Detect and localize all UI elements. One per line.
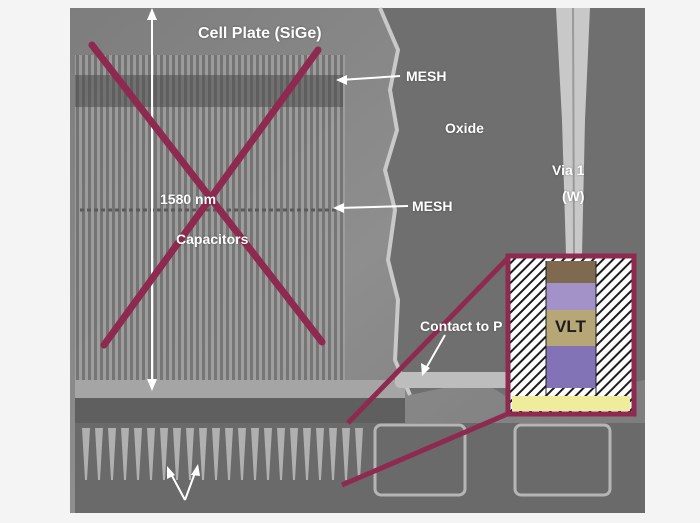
cross-out-mark xyxy=(88,41,326,349)
label-mesh-top: MESH xyxy=(406,68,447,84)
zoom-line-top xyxy=(346,256,510,425)
arrow-icon xyxy=(336,75,347,85)
label-via-line2: (W) xyxy=(562,188,585,204)
transistor-spike xyxy=(173,428,181,480)
contact-arrow xyxy=(424,334,446,371)
transistor-spike xyxy=(329,428,337,480)
mesh-mid-arrow xyxy=(337,205,409,209)
arrow-icon xyxy=(421,363,430,376)
transistor-spike xyxy=(147,428,155,480)
transistor-spike xyxy=(225,428,233,480)
transistor-spike xyxy=(134,428,142,480)
vlt-violet-lower xyxy=(546,346,596,388)
label-vlt: VLT xyxy=(555,317,586,336)
transistor-spike xyxy=(342,428,350,480)
access-transistor-row xyxy=(82,428,363,480)
transistor-spike xyxy=(290,428,298,480)
arrow-icon xyxy=(191,464,200,476)
arrow-icon xyxy=(333,203,344,213)
trench-right xyxy=(513,423,612,497)
cell-plate-edge xyxy=(378,7,412,396)
transistor-spike xyxy=(82,428,90,480)
capacitor-array xyxy=(75,55,345,390)
contact-pad xyxy=(395,372,515,388)
transistor-spike xyxy=(95,428,103,480)
transistor-spike xyxy=(212,428,220,480)
vlt-violet-upper xyxy=(546,283,596,310)
label-mesh-mid: MESH xyxy=(412,198,453,214)
transistor-spike xyxy=(251,428,259,480)
label-oxide: Oxide xyxy=(445,120,484,136)
bitline-layer xyxy=(75,398,405,423)
label-via-line1: Via 1 xyxy=(552,162,585,178)
transistor-spike xyxy=(186,428,194,480)
via-core xyxy=(572,7,575,256)
transistor-spike xyxy=(108,428,116,480)
vlt-base-layer xyxy=(512,396,630,411)
label-capacitors: Capacitors xyxy=(176,231,249,247)
vlt-top-layer xyxy=(546,261,596,283)
arrow-icon xyxy=(167,466,175,479)
vlt-mid-layer xyxy=(546,310,596,346)
dimension-arrow-icon xyxy=(147,379,157,391)
transistor-spike xyxy=(277,428,285,480)
transistor-spike xyxy=(355,428,363,480)
label-height: 1580 nm xyxy=(160,191,217,207)
label-cell-plate: Cell Plate (SiGe) xyxy=(198,25,322,42)
bottom-arrow-left xyxy=(169,471,186,501)
label-contact: Contact to P xyxy=(420,318,503,334)
trench-left xyxy=(373,423,467,497)
transistor-spike xyxy=(303,428,311,480)
dimension-arrow-icon xyxy=(147,8,157,20)
landing-pad-row xyxy=(75,380,405,398)
transistor-spike xyxy=(316,428,324,480)
transistor-spike xyxy=(121,428,129,480)
transistor-spike xyxy=(199,428,207,480)
zoom-line-bottom xyxy=(341,409,513,488)
mesh-top-arrow xyxy=(339,75,401,81)
vlt-inset xyxy=(505,253,637,417)
transistor-spike xyxy=(160,428,168,480)
transistor-spike xyxy=(238,428,246,480)
transistor-spike xyxy=(264,428,272,480)
